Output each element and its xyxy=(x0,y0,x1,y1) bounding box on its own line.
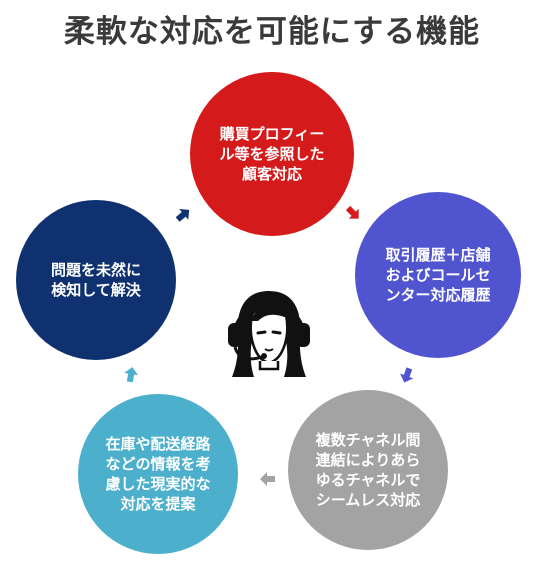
step-2-circle: 取引履歴＋店舗およびコールセンター対応履歴 xyxy=(355,192,521,358)
arrow-step1-to-step2 xyxy=(345,205,359,219)
arrow-step5-to-step1 xyxy=(175,208,190,222)
step-3-text: 複数チャネル間連結によりあらゆるチャネルでシームレス対応 xyxy=(315,431,421,509)
call-center-agent-icon xyxy=(228,291,310,377)
step-4-text: 在庫や配送経路などの情報を考慮した現実的な対応を提案 xyxy=(105,435,211,513)
arrow-step3-to-step4 xyxy=(260,472,275,486)
step-4-circle: 在庫や配送経路などの情報を考慮した現実的な対応を提案 xyxy=(78,394,238,554)
arrow-step2-to-step3 xyxy=(400,367,414,383)
step-1-circle: 購買プロフィール等を参照した顧客対応 xyxy=(190,72,354,236)
arrow-step4-to-step5 xyxy=(124,367,139,383)
step-5-text: 問題を未然に検知して解決 xyxy=(50,261,141,299)
step-5-circle: 問題を未然に検知して解決 xyxy=(16,200,176,360)
step-1-text: 購買プロフィール等を参照した顧客対応 xyxy=(219,125,325,183)
diagram-title: 柔軟な対応を可能にする機能 xyxy=(63,14,481,50)
step-3-circle: 複数チャネル間連結によりあらゆるチャネルでシームレス対応 xyxy=(288,390,448,550)
step-2-text: 取引履歴＋店舗およびコールセンター対応履歴 xyxy=(385,246,491,304)
